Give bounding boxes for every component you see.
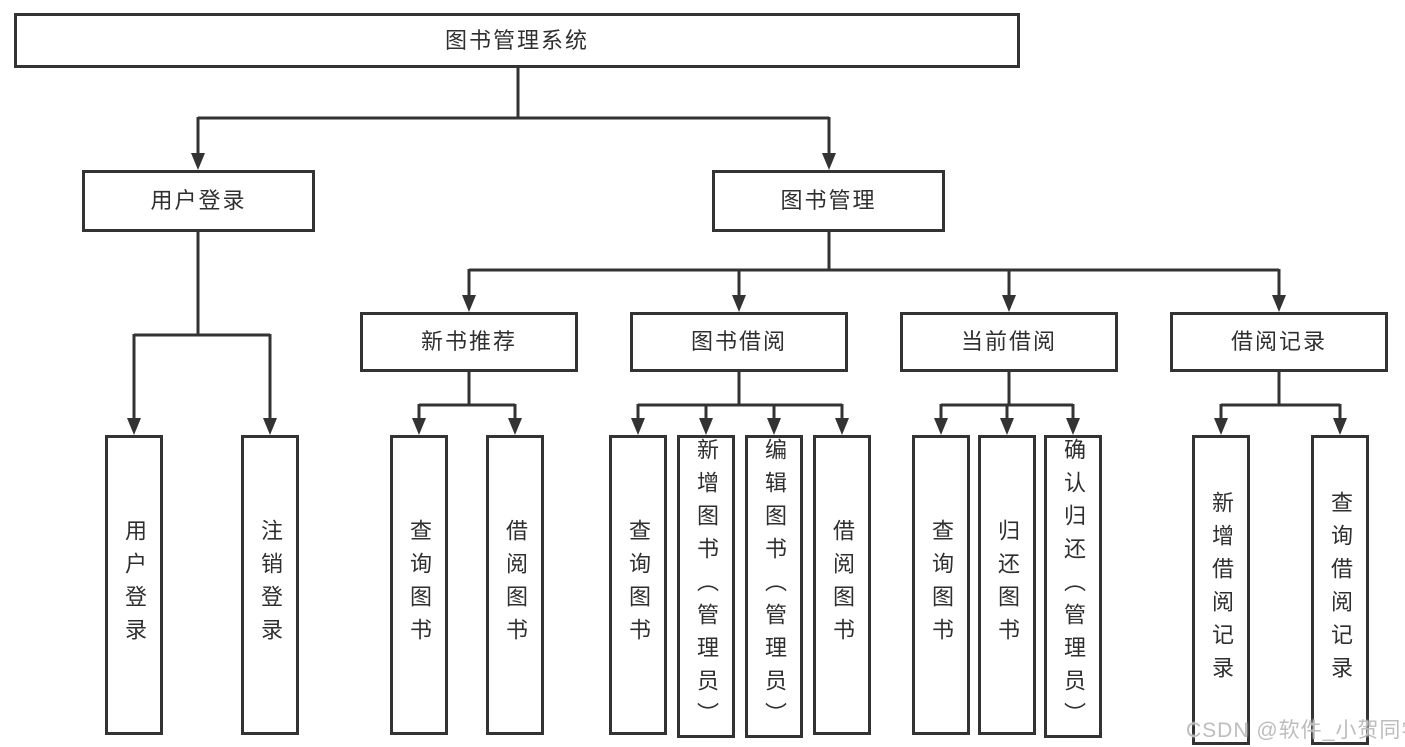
leaf-label: 查询图书 [929, 519, 954, 651]
leaf-label: 编辑图书（管理员） [762, 438, 787, 735]
node-new-book-recommend: 新书推荐 [360, 312, 578, 372]
node-user-login: 用户登录 [82, 170, 315, 232]
node-leaf-borrow-books-1: 借阅图书 [486, 435, 544, 735]
connector-book-borrow-group [636, 372, 844, 420]
csdn-watermark: CSDN @软件_小贺同学 [1186, 719, 1405, 742]
node-leaf-query-borrow-record: 查询借阅记录 [1311, 435, 1369, 745]
node-leaf-query-books-2: 查询图书 [609, 435, 667, 735]
connector-borrow-record-group [1219, 372, 1342, 420]
node-library-management-system: 图书管理系统 [14, 13, 1020, 68]
node-leaf-query-books-3: 查询图书 [912, 435, 970, 735]
leaf-label: 查询图书 [407, 519, 432, 651]
node-current-borrowing: 当前借阅 [900, 312, 1118, 372]
node-leaf-edit-book-admin: 编辑图书（管理员） [745, 435, 803, 738]
connector-new-book-group [417, 372, 517, 420]
node-borrowing-records: 借阅记录 [1170, 312, 1388, 372]
leaf-label: 新增图书（管理员） [694, 438, 719, 735]
node-book-management: 图书管理 [712, 170, 945, 232]
leaf-label: 查询图书 [626, 519, 651, 651]
node-leaf-user-login: 用户登录 [105, 435, 163, 735]
leaf-label: 用户登录 [122, 519, 147, 651]
leaf-label: 借阅图书 [503, 519, 528, 651]
arrowheads-level2 [191, 153, 836, 170]
node-leaf-logout: 注销登录 [241, 435, 299, 735]
leaf-label: 新增借阅记录 [1209, 491, 1234, 689]
node-book-borrowing: 图书借阅 [630, 312, 848, 372]
leaf-label: 借阅图书 [830, 519, 855, 651]
arrowheads-leaves [127, 418, 1347, 435]
leaf-label: 注销登录 [258, 519, 283, 651]
connector-current-borrow-group [939, 372, 1075, 420]
leaf-label: 归还图书 [995, 519, 1020, 651]
node-leaf-return-book: 归还图书 [978, 435, 1036, 735]
node-leaf-query-books-1: 查询图书 [390, 435, 448, 735]
node-leaf-borrow-books-2: 借阅图书 [813, 435, 871, 735]
arrowheads-level3 [462, 295, 1286, 312]
node-leaf-add-borrow-record: 新增借阅记录 [1192, 435, 1250, 745]
connector-book-mgmt-to-level3 [467, 232, 1281, 297]
node-leaf-add-book-admin: 新增图书（管理员） [677, 435, 735, 738]
node-leaf-confirm-return-admin: 确认归还（管理员） [1044, 435, 1102, 738]
leaf-label: 查询借阅记录 [1328, 491, 1353, 689]
connector-root-to-level2 [196, 68, 831, 155]
leaf-label: 确认归还（管理员） [1061, 438, 1086, 735]
connector-user-login-group [132, 232, 272, 420]
